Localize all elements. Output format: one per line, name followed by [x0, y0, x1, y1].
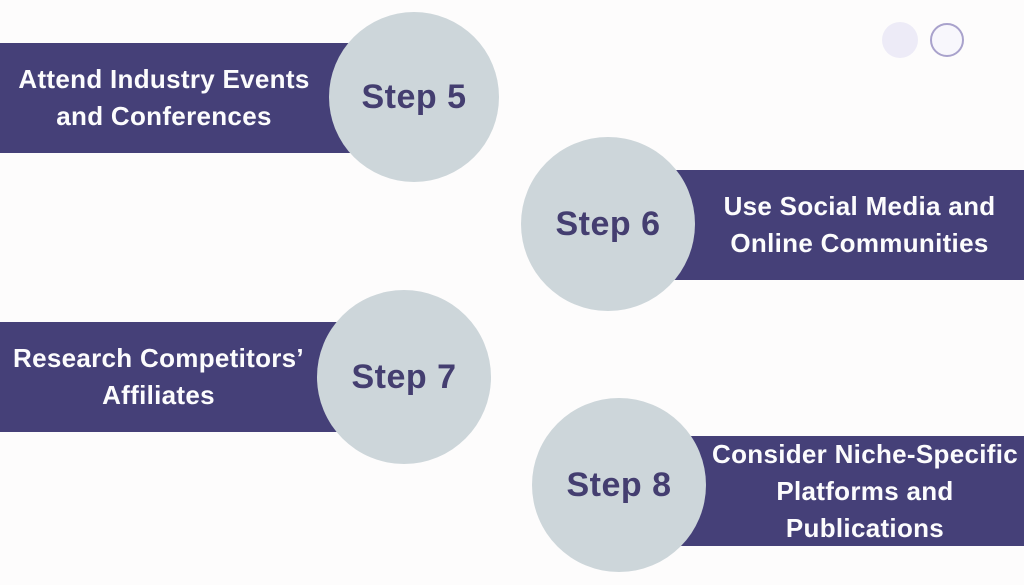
- step5-label: Step 5: [361, 77, 467, 116]
- step6-circle: Step 6: [521, 137, 695, 311]
- step5-title: Attend Industry Events and Conferences: [18, 61, 309, 135]
- step7-label: Step 7: [351, 357, 457, 396]
- step7-circle: Step 7: [317, 290, 491, 464]
- step8-title: Consider Niche-Specific Platforms and Pu…: [712, 436, 1018, 547]
- step8-label: Step 8: [566, 465, 672, 504]
- decor-outlined-dot-icon: [930, 23, 964, 57]
- step6-label: Step 6: [555, 204, 661, 243]
- banner-title-line: Affiliates: [102, 380, 215, 410]
- step8-circle: Step 8: [532, 398, 706, 572]
- banner-title-line: Publications: [785, 512, 945, 543]
- banner-title-line: Use Social Media and: [723, 191, 996, 221]
- step5-circle: Step 5: [329, 12, 499, 182]
- decor-filled-dot-icon: [882, 22, 918, 58]
- banner-title-line: Online Communities: [730, 228, 989, 258]
- step7-title: Research Competitors’ Affiliates: [13, 340, 304, 414]
- banner-title-line: and Conferences: [56, 101, 272, 131]
- banner-title-line: Consider Niche-Specific: [712, 438, 1018, 469]
- step6-title: Use Social Media and Online Communities: [724, 188, 996, 262]
- banner-title-line: Attend Industry Events: [18, 64, 310, 94]
- banner-title-line: Platforms and: [776, 475, 954, 506]
- banner-title-line: Research Competitors’: [13, 343, 304, 373]
